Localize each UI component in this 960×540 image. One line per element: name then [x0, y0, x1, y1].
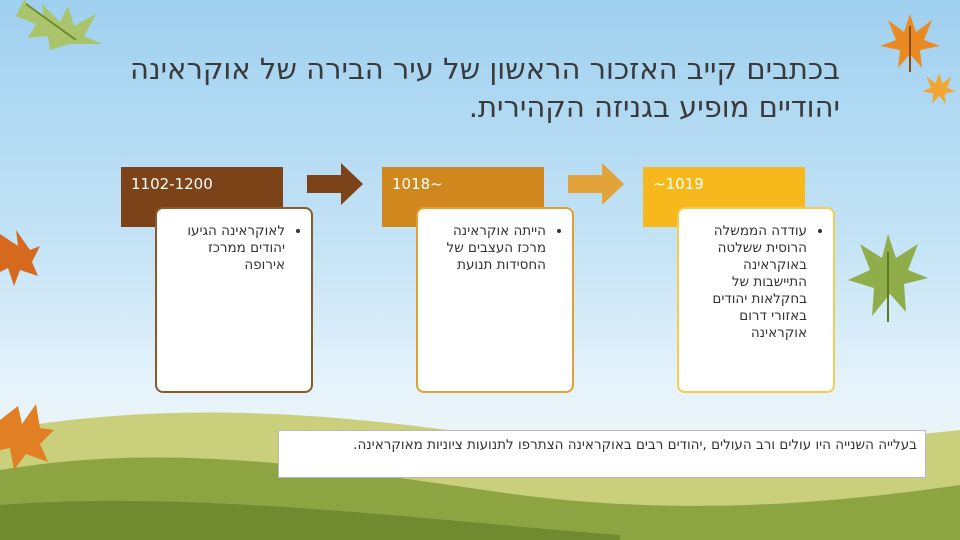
arrow-right-icon [568, 163, 624, 205]
timeline-card-3-text: עודדה הממשלה הרוסית ששלטה באוקראינה התיי… [689, 223, 807, 342]
timeline-card-2-text: הייתה אוקראינה מרכז העצבים של החסידות תנ… [428, 223, 546, 274]
note-box: בעלייה השנייה היו עולים ורב העולים ,יהוד… [278, 430, 926, 478]
title-line-2: יהודיים מופיע בגניזה הקהירית. [468, 90, 840, 124]
timeline-card-3: עודדה הממשלה הרוסית ששלטה באוקראינה התיי… [677, 207, 835, 393]
leaf-icon [848, 234, 928, 322]
leaf-icon [16, 0, 102, 50]
leaf-icon [0, 230, 40, 286]
timeline-date-2-text: 1018~ [392, 175, 443, 193]
arrow-right-icon [307, 163, 363, 205]
timeline-date-1-text: 1102-1200 [131, 175, 213, 193]
leaf-icon [880, 14, 940, 72]
leaf-icon [0, 404, 54, 470]
note-text: בעלייה השנייה היו עולים ורב העולים ,יהוד… [353, 437, 917, 453]
timeline-card-1-text: לאוקראינה הגיעו יהודים ממרכז אירופה [167, 223, 285, 274]
slide-title: בכתבים קייב האזכור הראשון של עיר הבירה ש… [120, 50, 840, 126]
title-line-1: בכתבים קייב האזכור הראשון של עיר הבירה ש… [130, 52, 840, 86]
timeline-date-3-text: ~1019 [653, 175, 704, 193]
leaf-icon [922, 73, 956, 104]
timeline-card-1: לאוקראינה הגיעו יהודים ממרכז אירופה [155, 207, 313, 393]
timeline-card-2: הייתה אוקראינה מרכז העצבים של החסידות תנ… [416, 207, 574, 393]
